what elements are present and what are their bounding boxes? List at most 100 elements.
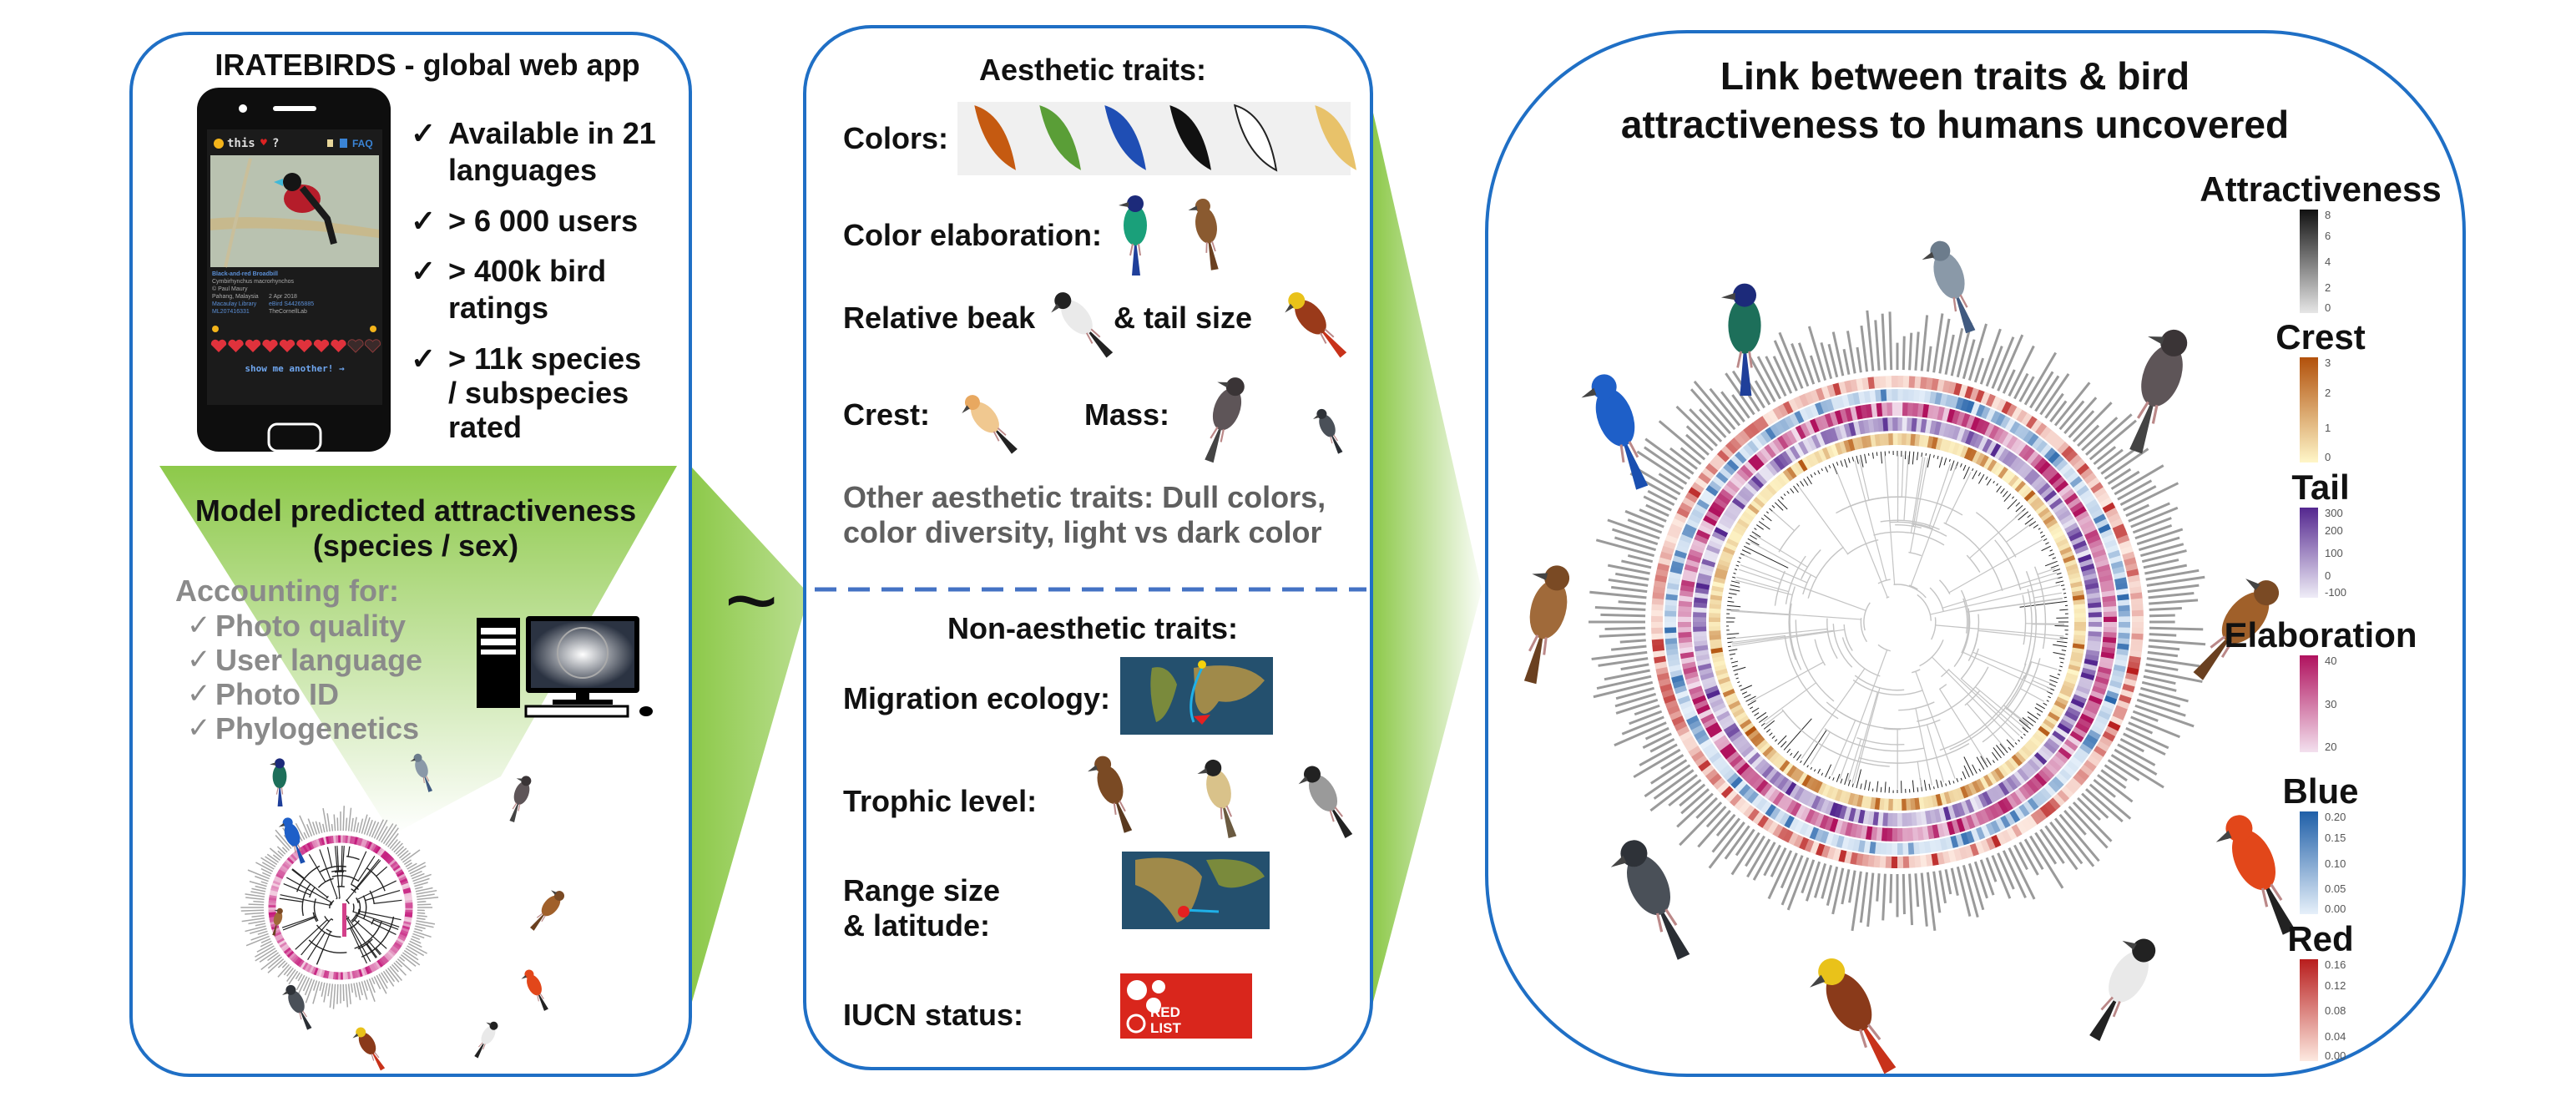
ring-cell (2017, 768, 2029, 782)
ring-cell (2100, 651, 2115, 660)
ring-cell (1750, 499, 1763, 512)
rating-heart[interactable] (331, 339, 346, 352)
species-label (1778, 331, 1804, 389)
rating-heart[interactable] (347, 339, 364, 353)
attractiveness-bar (255, 885, 266, 890)
ring-cell (2073, 480, 2087, 493)
ring-cell (1998, 467, 2009, 479)
ring-cell (1732, 707, 1745, 718)
rating-heart[interactable] (279, 339, 295, 352)
ring-cell (1965, 830, 1975, 844)
rating-heart[interactable] (245, 339, 261, 352)
crest-label: Crest: (843, 397, 931, 432)
attractiveness-bar (260, 857, 276, 867)
species-common-name[interactable]: Black-and-red Broadbill (212, 271, 278, 277)
ring-cell (2033, 751, 2048, 766)
legend-tick: 300 (2325, 507, 2343, 519)
attractiveness-bar (2061, 650, 2067, 652)
species-label (1676, 792, 1714, 828)
species-label (1680, 788, 1710, 815)
ring-cell (2093, 746, 2107, 758)
ring-cell (2033, 500, 2045, 512)
species-label (1636, 450, 1688, 485)
legend-tick: 0.00 (2325, 902, 2346, 915)
ring-cell (2038, 461, 2052, 475)
ring-cell (1845, 407, 1854, 422)
ring-cell (2041, 464, 2055, 478)
attractiveness-bar (1750, 534, 1757, 540)
macaulay-library-link[interactable]: Macaulay Library (212, 301, 257, 307)
range-map (1122, 852, 1270, 929)
ring-cell (1956, 802, 1966, 817)
rating-heart[interactable] (296, 339, 312, 352)
tree-branch (2022, 594, 2027, 645)
species-label (1950, 867, 1959, 896)
ring-cell (1672, 554, 1686, 564)
species-label (2146, 575, 2205, 587)
ring-cell (1710, 589, 1724, 597)
species-label (1780, 855, 1804, 906)
ring-cell (1963, 447, 1973, 460)
ring-cell (1870, 826, 1878, 841)
tree-branch (2005, 707, 2029, 726)
legend-tick: 0 (2325, 451, 2331, 463)
attractiveness-bar (1996, 483, 1998, 486)
tree-branch (2033, 566, 2047, 650)
ebird-link[interactable]: eBird S44265885 (269, 301, 315, 307)
ring-cell (1766, 821, 1779, 835)
ring-cell (1669, 571, 1682, 580)
tree-branch (1926, 724, 1945, 783)
rating-heart[interactable] (210, 339, 227, 352)
ring-cell (2051, 730, 2066, 743)
left-panel-title: IRATEBIRDS - global web app (215, 48, 640, 82)
ring-cell (1929, 391, 1937, 404)
tree-branch (1826, 701, 1861, 723)
rating-heart[interactable] (313, 339, 330, 352)
attractiveness-bar (1729, 589, 1740, 592)
rating-heart[interactable] (228, 339, 244, 352)
ring-cell (1847, 807, 1856, 822)
ring-cell (2072, 594, 2085, 601)
ring-cell (1751, 776, 1765, 791)
ring-cell (1702, 489, 1716, 501)
ring-cell (2040, 745, 2054, 758)
ring-cell (2090, 482, 2104, 494)
ring-cell (1666, 582, 1679, 590)
tree-branch (319, 865, 346, 873)
ring-cell (1797, 771, 1808, 785)
tree-branch (1801, 668, 1866, 760)
attractiveness-bar (381, 972, 389, 983)
stat-line: > 11k species (448, 341, 642, 376)
ring-cell (1911, 417, 1918, 432)
ring-cell (2053, 700, 2067, 710)
ring-cell (2014, 441, 2028, 456)
ring-cell (1965, 430, 1975, 446)
ml-id-link[interactable]: ML207416331 (212, 309, 250, 315)
rating-heart[interactable] (262, 339, 278, 352)
attractiveness-bar (245, 912, 265, 915)
ring-cell (1960, 398, 1970, 412)
ring-cell (1990, 770, 2001, 783)
ring-cell (1801, 791, 1813, 806)
attractiveness-bar (2028, 521, 2037, 527)
ring-cell (1720, 445, 1735, 458)
ring-cell (1865, 796, 1872, 809)
attractiveness-bar (276, 846, 286, 855)
tree-branch (1789, 603, 1802, 670)
phylogenetic-tree-trait-rings (1589, 310, 2206, 932)
ring-cell (1949, 835, 1959, 849)
ring-cell (1716, 672, 1730, 680)
species-label (1607, 564, 1650, 575)
ring-cell (1705, 544, 1721, 554)
attractiveness-bar (2003, 490, 2008, 498)
attractiveness-bar (1745, 542, 1750, 545)
ring-cell (1720, 785, 1734, 799)
ring-cell (1725, 480, 1740, 493)
faq-link[interactable]: FAQ (352, 138, 373, 149)
ring-cell (2004, 418, 2016, 432)
attractiveness-bar (255, 945, 275, 958)
show-another-button[interactable]: show me another! → (245, 363, 345, 374)
rating-heart[interactable] (364, 339, 381, 353)
attractiveness-bar (1793, 751, 1800, 759)
ring-cell (2115, 654, 2129, 662)
